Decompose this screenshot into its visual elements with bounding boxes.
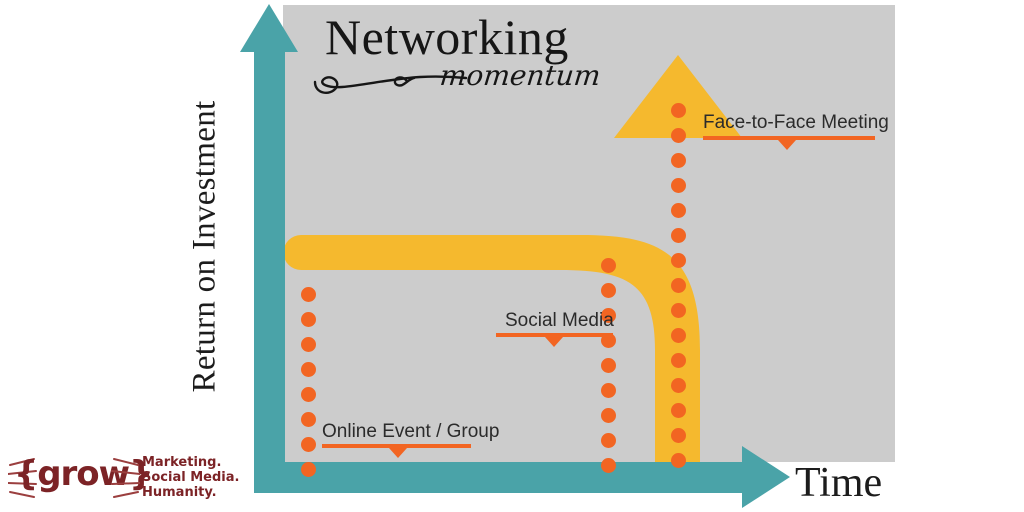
page-subtitle: momentum bbox=[438, 59, 603, 92]
dot-marker bbox=[601, 408, 616, 423]
dot-marker bbox=[601, 308, 616, 323]
dot-marker bbox=[601, 383, 616, 398]
dot-marker bbox=[671, 178, 686, 193]
dot-marker bbox=[601, 358, 616, 373]
dot-marker bbox=[671, 103, 686, 118]
x-axis-label: Time bbox=[795, 460, 883, 506]
callout-label: Face-to-Face Meeting bbox=[703, 112, 889, 133]
dot-marker bbox=[671, 378, 686, 393]
logo-rays-left-icon bbox=[8, 458, 37, 498]
x-axis-shaft bbox=[254, 462, 750, 493]
grow-logo[interactable]: {grow} Marketing. Social Media. Humanity… bbox=[8, 455, 239, 507]
logo-tagline-line-1: Marketing. bbox=[142, 455, 222, 470]
dot-marker bbox=[671, 303, 686, 318]
dot-marker bbox=[301, 312, 316, 327]
dot-marker bbox=[301, 412, 316, 427]
dot-marker bbox=[671, 353, 686, 368]
logo-tagline-line-2: Social Media. bbox=[142, 470, 240, 485]
callout-rule bbox=[496, 333, 613, 337]
dot-marker bbox=[301, 462, 316, 477]
callout-pointer-icon bbox=[389, 448, 407, 458]
page-title: Networking bbox=[325, 9, 569, 65]
dot-marker bbox=[671, 253, 686, 268]
dot-marker bbox=[301, 337, 316, 352]
dot-marker bbox=[601, 433, 616, 448]
dot-marker bbox=[601, 283, 616, 298]
y-axis-label: Return on Investment bbox=[186, 100, 223, 393]
dot-marker bbox=[671, 128, 686, 143]
dot-marker bbox=[301, 437, 316, 452]
logo-tagline: Marketing. Social Media. Humanity. bbox=[142, 455, 239, 500]
dot-marker bbox=[671, 278, 686, 293]
dot-marker bbox=[671, 453, 686, 468]
dot-marker bbox=[601, 458, 616, 473]
dot-marker bbox=[301, 287, 316, 302]
dot-marker bbox=[301, 362, 316, 377]
logo-tagline-line-3: Humanity. bbox=[142, 485, 217, 500]
dot-marker bbox=[601, 258, 616, 273]
callout-pointer-icon bbox=[778, 140, 796, 150]
dot-marker bbox=[671, 153, 686, 168]
y-axis-arrowhead-icon bbox=[240, 4, 298, 52]
logo-rays-right-icon bbox=[111, 458, 140, 498]
callout-label: Social Media bbox=[505, 310, 614, 331]
x-axis-arrowhead-icon bbox=[742, 446, 790, 508]
callout-pointer-icon bbox=[545, 337, 563, 347]
callout-rule bbox=[703, 136, 875, 140]
y-axis-shaft bbox=[254, 50, 285, 462]
dot-marker bbox=[671, 428, 686, 443]
dot-marker bbox=[301, 387, 316, 402]
callout-rule bbox=[322, 444, 471, 448]
callout-label: Online Event / Group bbox=[322, 421, 500, 442]
title-flourish-icon bbox=[313, 75, 468, 94]
dot-marker bbox=[671, 403, 686, 418]
dot-marker bbox=[671, 228, 686, 243]
dot-marker bbox=[671, 203, 686, 218]
dot-marker bbox=[671, 328, 686, 343]
